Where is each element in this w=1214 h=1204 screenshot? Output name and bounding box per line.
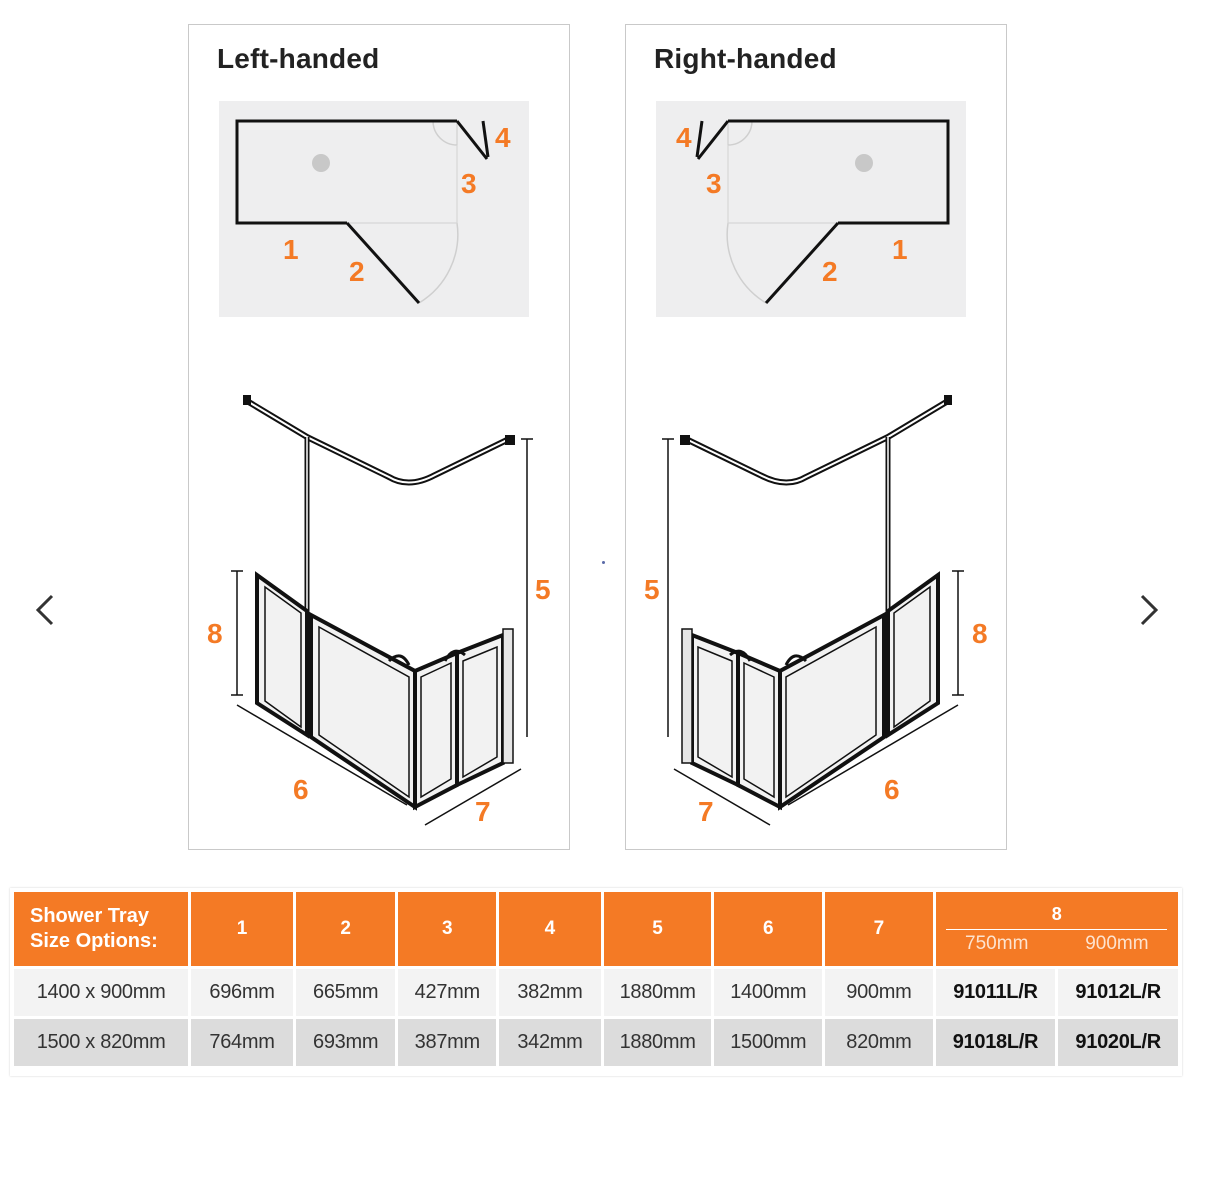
label-3: 3 [706, 168, 722, 199]
label-6: 6 [884, 774, 900, 805]
header-line-2: Size Options: [30, 930, 158, 952]
label-8: 8 [972, 618, 988, 649]
header-col-3: 3 [398, 892, 497, 966]
table-row: 1500 x 820mm 764mm 693mm 387mm 342mm 188… [14, 1019, 1178, 1066]
next-arrow-button[interactable] [1128, 588, 1168, 632]
chevron-left-icon [35, 594, 54, 626]
cell-1: 696mm [191, 969, 293, 1016]
label-4: 4 [495, 122, 511, 153]
header-col-7: 7 [825, 892, 933, 966]
label-5: 5 [644, 574, 660, 605]
header-col-4: 4 [499, 892, 601, 966]
header-col-8-label: 8 [946, 904, 1168, 930]
label-1: 1 [283, 234, 299, 265]
label-5: 5 [535, 574, 551, 605]
header-col-5: 5 [603, 892, 712, 966]
cell-6: 1500mm [714, 1019, 823, 1066]
header-col-2: 2 [295, 892, 396, 966]
cell-size: 1400 x 900mm [14, 969, 189, 1016]
label-3: 3 [461, 168, 477, 199]
cell-3: 387mm [398, 1019, 497, 1066]
right-handed-panel: Right-handed 1 2 3 4 [625, 24, 1007, 850]
chevron-right-icon [1140, 594, 1159, 626]
header-col-8: 8 750mm 900mm [935, 892, 1178, 966]
plan-view-right: 1 2 3 4 [656, 101, 966, 317]
cell-5: 1880mm [603, 1019, 712, 1066]
table-header-row: Shower Tray Size Options: 1 2 3 4 5 6 7 … [14, 892, 1178, 966]
label-4: 4 [676, 122, 692, 153]
cell-size: 1500 x 820mm [14, 1019, 189, 1066]
cell-2: 665mm [295, 969, 396, 1016]
carousel-dot [602, 561, 605, 564]
cell-4: 382mm [499, 969, 601, 1016]
table-row: 1400 x 900mm 696mm 665mm 427mm 382mm 188… [14, 969, 1178, 1016]
cell-code-900: 91012L/R [1058, 969, 1178, 1016]
cell-1: 764mm [191, 1019, 293, 1066]
header-size-options: Shower Tray Size Options: [14, 892, 189, 966]
label-2: 2 [349, 256, 365, 287]
header-line-1: Shower Tray [30, 905, 149, 927]
label-7: 7 [475, 796, 491, 827]
size-options-table: Shower Tray Size Options: 1 2 3 4 5 6 7 … [11, 889, 1181, 1069]
header-col-6: 6 [714, 892, 823, 966]
cell-7: 900mm [825, 969, 933, 1016]
cell-4: 342mm [499, 1019, 601, 1066]
cell-code-750: 91018L/R [935, 1019, 1056, 1066]
cell-6: 1400mm [714, 969, 823, 1016]
cell-5: 1880mm [603, 969, 712, 1016]
cell-2: 693mm [295, 1019, 396, 1066]
header-col-8-900: 900mm [1085, 932, 1149, 954]
header-col-8-750: 750mm [965, 932, 1029, 954]
prev-arrow-button[interactable] [26, 588, 66, 632]
header-col-1: 1 [191, 892, 293, 966]
cell-7: 820mm [825, 1019, 933, 1066]
label-2: 2 [822, 256, 838, 287]
label-8: 8 [207, 618, 223, 649]
panel-title-right: Right-handed [654, 43, 837, 74]
panel-title-left: Left-handed [217, 43, 380, 74]
plan-view-left: 1 2 3 4 [219, 101, 529, 317]
cell-code-900: 91020L/R [1058, 1019, 1178, 1066]
isometric-view-right: 5 8 6 7 [626, 365, 1006, 835]
label-1: 1 [892, 234, 908, 265]
label-6: 6 [293, 774, 309, 805]
isometric-view-left: 5 8 6 7 [189, 365, 569, 835]
label-7: 7 [698, 796, 714, 827]
cell-3: 427mm [398, 969, 497, 1016]
cell-code-750: 91011L/R [935, 969, 1056, 1016]
left-handed-panel: Left-handed 1 2 3 4 [188, 24, 570, 850]
